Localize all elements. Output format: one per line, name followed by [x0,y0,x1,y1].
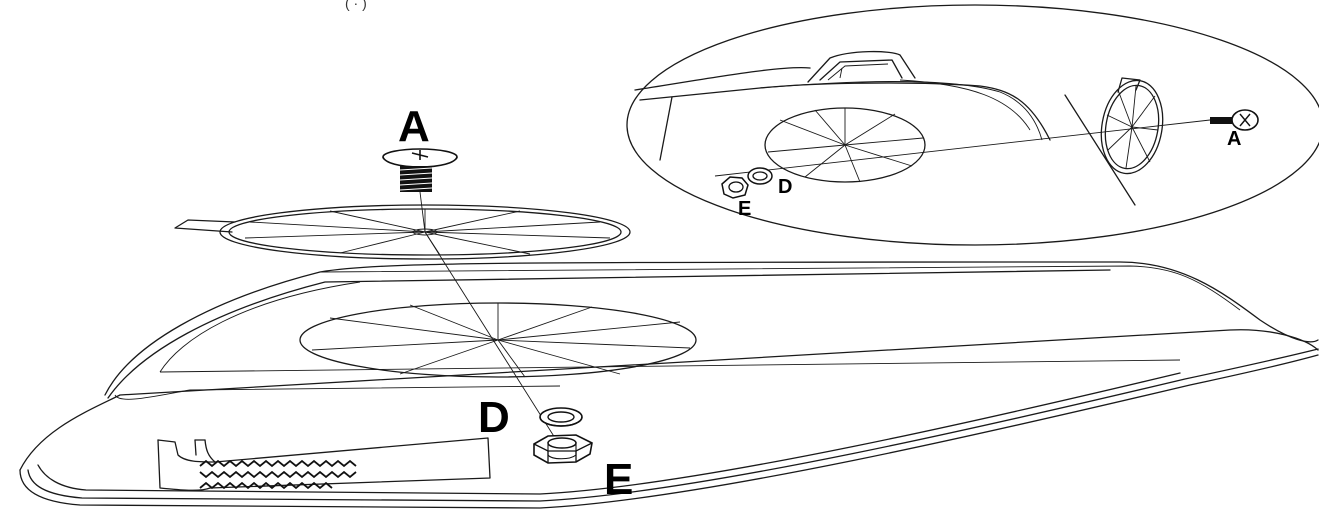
cropped-text-fragment: ( · ) [345,0,367,11]
vent-cover-exploded [174,204,631,260]
label-screw-a: A [398,102,430,151]
label-washer-d: D [478,393,510,442]
hex-nut-e [533,434,593,464]
inset-label-screw-a: A [1227,128,1241,150]
label-nut-e: E [604,455,633,504]
washer-d [539,407,583,427]
inset-nut [721,176,749,199]
detail-inset: A D E [626,4,1319,246]
inset-washer [747,167,773,185]
inset-vent-cover [1100,77,1164,175]
screw-a [382,148,458,192]
grip-texture [199,459,357,490]
base-housing [19,261,1319,509]
inset-label-washer-d: D [778,176,792,198]
inset-screw [1210,109,1259,131]
housing-vent [299,302,697,378]
inset-label-nut-e: E [738,198,751,220]
